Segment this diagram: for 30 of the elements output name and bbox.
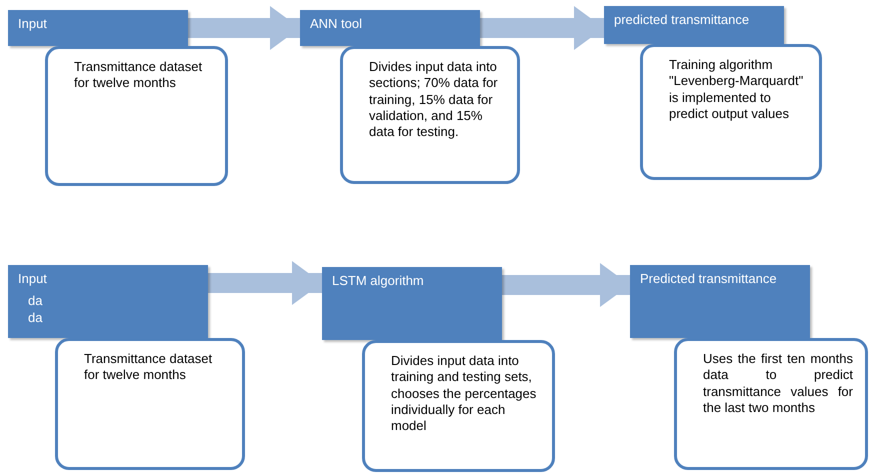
- header-text: ANN tool: [310, 16, 364, 32]
- header-text: Input: [18, 271, 48, 288]
- block-arrow: [502, 263, 630, 307]
- note-text: da: [28, 310, 44, 326]
- header-box: [8, 10, 188, 46]
- block-arrow: [188, 6, 300, 50]
- text-box: [674, 338, 868, 470]
- body-text: Divides input data into training and testing sets, chooses the percentages individually for each model: [391, 353, 538, 434]
- header-box: [322, 267, 502, 340]
- text-box: [640, 44, 822, 180]
- body-text: Uses the first ten months data to predict transmittance values for the last two months: [703, 351, 853, 416]
- text-box: [340, 46, 520, 184]
- text-box: [362, 340, 555, 472]
- header-text: Predicted transmittance: [640, 271, 778, 288]
- body-text: Transmittance dataset for twelve months: [84, 351, 214, 384]
- header-text: LSTM algorithm: [332, 273, 425, 290]
- body-text: Training algorithm "Levenberg-Marquardt" is implemented to predict output values: [669, 57, 804, 122]
- header-box: [8, 265, 208, 338]
- note-text: da: [28, 293, 44, 310]
- header-box: [630, 265, 810, 338]
- body-text: Transmittance dataset for twelve months: [74, 59, 204, 92]
- header-box: [604, 6, 784, 44]
- block-arrow: [208, 261, 322, 305]
- block-arrow: [480, 6, 604, 50]
- text-box: [55, 338, 245, 470]
- text-box: [45, 46, 228, 186]
- header-box: [300, 10, 480, 46]
- header-text: predicted transmittance: [614, 12, 750, 28]
- body-text: Divides input data into sections; 70% data for training, 15% data for validation, and 15% data for testing.: [369, 59, 499, 140]
- header-text: Input: [18, 16, 48, 32]
